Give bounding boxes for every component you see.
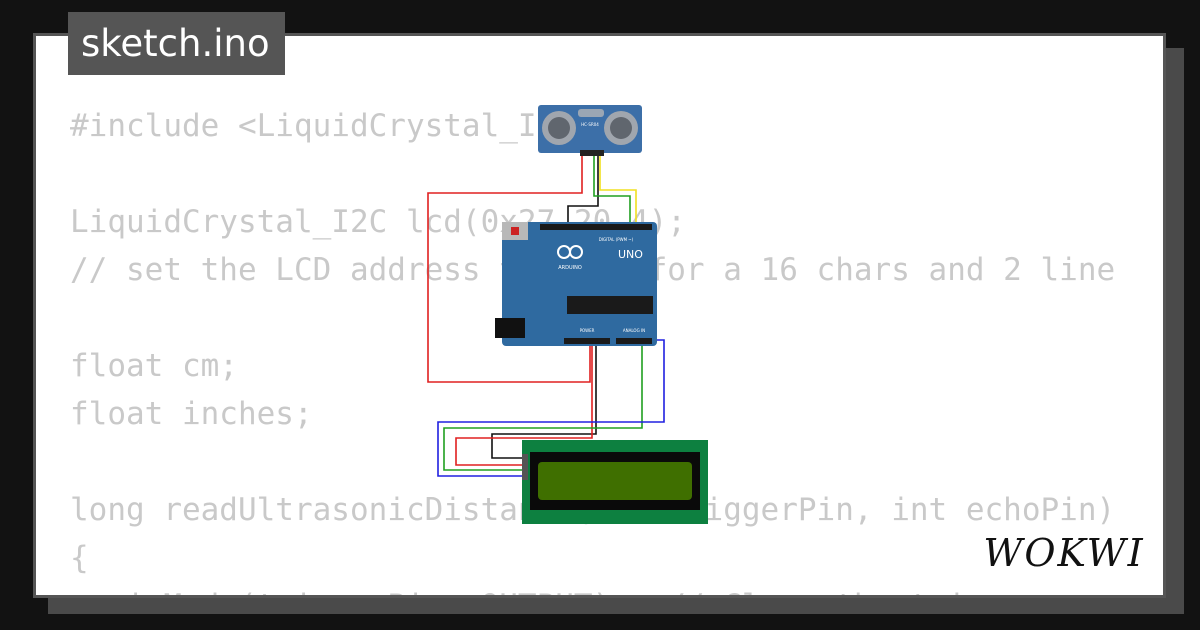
ultrasonic-sensor: HC-SR04	[538, 105, 642, 156]
lcd-display	[522, 440, 708, 524]
digital-label: DIGITAL (PWM ~)	[599, 237, 634, 242]
sensor-label: HC-SR04	[581, 122, 599, 127]
board-label: UNO	[618, 248, 643, 261]
code-line: pinMode(triggerPin, OUTPUT); // Clear th…	[70, 582, 1134, 595]
analog-header	[616, 338, 652, 344]
wire-black-lcd-gnd	[491, 340, 597, 459]
svg-text:WOKWI: WOKWI	[983, 531, 1144, 575]
board-brand: ARDUINO	[558, 265, 582, 271]
circuit-diagram: HC-SR04 UNO ARDUINO DIGITAL (PWM ~) POWE…	[427, 105, 708, 524]
wire-green-trig	[593, 155, 631, 230]
power-header	[564, 338, 610, 344]
analog-label: ANALOG IN	[623, 328, 645, 333]
wire-red-lcd-vcc	[455, 340, 593, 466]
code-line: float cm;	[70, 348, 238, 384]
wire-green-lcd-sda	[443, 340, 643, 471]
wokwi-logo: WOKWI	[983, 531, 1144, 575]
wires	[427, 155, 665, 477]
code-line: {	[70, 540, 89, 576]
atmega-chip	[567, 296, 653, 314]
wire-black-gnd	[567, 155, 599, 230]
code-line: float inches;	[70, 396, 313, 432]
wire-blue-lcd-scl	[437, 339, 665, 477]
digital-header	[540, 224, 652, 230]
reset-button	[511, 227, 519, 235]
wire-yellow-echo	[599, 155, 637, 230]
wire-red-vcc	[427, 155, 591, 383]
power-jack	[495, 318, 525, 338]
file-tab[interactable]: sketch.ino	[68, 12, 285, 75]
lcd-screen	[538, 462, 692, 500]
power-label: POWER	[580, 328, 595, 333]
arduino-logo-right	[569, 245, 583, 259]
arduino-uno-board: UNO ARDUINO DIGITAL (PWM ~) POWER ANALOG…	[495, 222, 657, 346]
